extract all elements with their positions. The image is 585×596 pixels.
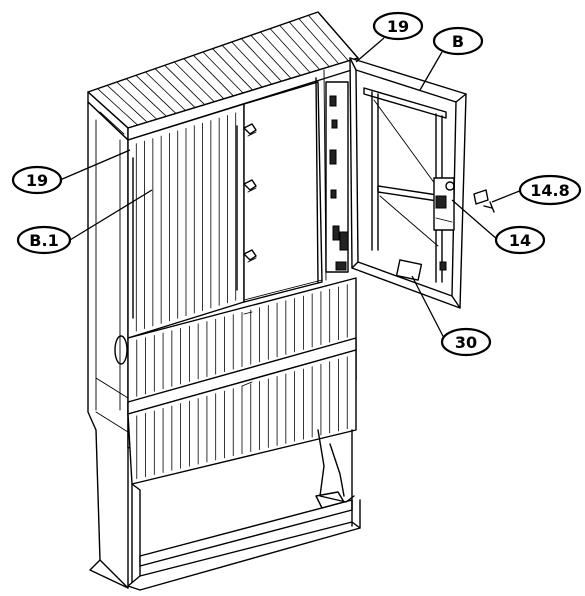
front-door-b1 [127,103,245,339]
svg-text:19: 19 [26,171,48,190]
panel-rib [106,85,148,123]
panel-rib [97,88,138,126]
panel-rib [145,71,186,111]
panel-rib [279,25,320,70]
callout-30: 30 [411,275,492,357]
svg-text:30: 30 [455,333,477,352]
cabinet-foot [89,429,361,591]
panel-rib [212,48,253,91]
document-pocket [395,259,423,281]
panel-rib [116,81,158,120]
svg-text:B.1: B.1 [29,231,58,250]
panel-rib [308,15,349,62]
callout-14-8: 14.8 [491,174,582,206]
panel-rib [269,28,311,73]
panel-rib [241,38,282,82]
panel-rib [183,58,225,100]
callout-b: B [419,26,484,91]
callout-14: 14 [451,199,546,255]
panel-rib [202,51,244,94]
panel-rib [250,35,292,79]
panel-rib [288,21,330,68]
panel-rib [221,45,263,88]
panel-rib [154,68,196,108]
panel-rib [231,41,273,85]
panel-rib [260,31,301,76]
hinge-brackets [243,123,257,263]
svg-text:14: 14 [509,231,531,250]
panel-rib [173,61,215,103]
cabinet-roof [87,11,359,141]
panel-rib [135,75,177,114]
callout-b1: B.1 [16,189,153,255]
cabinet-side-panel [87,101,129,589]
door-lock-mechanism [433,177,455,231]
svg-text:14.8: 14.8 [530,181,569,200]
svg-text:19: 19 [387,17,409,36]
callout-left-19: 19 [11,149,131,195]
open-door-b [349,57,467,309]
key-14-8 [473,189,495,213]
svg-text:B: B [452,32,464,51]
callout-top-19: 19 [355,11,424,63]
panel-rib [126,78,167,117]
panel-rib [298,18,340,65]
cabinet-base [127,277,357,485]
panel-rib [164,65,205,105]
panel-rib [193,55,234,97]
